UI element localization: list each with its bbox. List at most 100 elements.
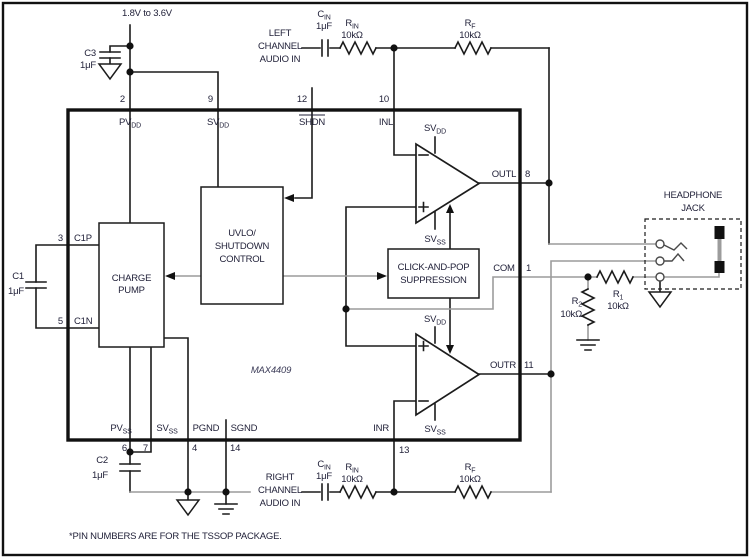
rf-left-label: RF <box>465 18 476 31</box>
ic-outline <box>66 108 522 442</box>
rin-right-label: RIN <box>345 462 358 475</box>
resistors <box>338 40 635 500</box>
plus-input-icon <box>418 201 429 213</box>
r2-earth-icon <box>576 339 600 351</box>
left-amp-svss: SVSS <box>424 234 446 247</box>
arrow-down-to-right-amp <box>446 345 454 354</box>
cin-left-value: 1μF <box>316 21 332 32</box>
right-audio-label-1: RIGHT <box>266 472 295 483</box>
cin-right-value: 1μF <box>316 471 332 482</box>
c2-label: C2 <box>96 455 108 466</box>
pin-num-inl: 10 <box>379 94 389 105</box>
arrow-into-charge-pump <box>165 272 175 280</box>
r1-value: 10kΩ <box>607 301 629 312</box>
pin-label-svss: SVSS <box>156 423 178 436</box>
uvlo-shutdown-block <box>200 186 284 305</box>
pin-label-pgnd: PGND <box>193 423 220 434</box>
right-audio-label-3: AUDIO IN <box>260 498 301 509</box>
sgnd-earth-icon <box>214 503 238 515</box>
pin-label-outl: OUTL <box>492 169 517 180</box>
jack-sleeve-terminal <box>655 272 665 282</box>
pin-num-inr: 13 <box>399 445 409 456</box>
rin-left-value: 10kΩ <box>341 30 363 41</box>
ring-contact-icon <box>664 252 685 262</box>
jack-label-2: JACK <box>681 203 705 214</box>
cin-right-label: CIN <box>317 459 330 472</box>
footnote: *PIN NUMBERS ARE FOR THE TSSOP PACKAGE. <box>69 531 282 542</box>
pin-label-com: COM <box>493 263 515 274</box>
pin-label-c1n: C1N <box>74 316 93 327</box>
rf-right-label: RF <box>465 462 476 475</box>
ground-symbols <box>97 63 673 517</box>
c1-value: 1μF <box>8 286 24 297</box>
jack-plug-sleeve <box>714 261 725 273</box>
headphone-jack <box>644 218 742 290</box>
cin-right-capacitor <box>321 483 329 501</box>
pin-num-c1p: 3 <box>58 233 63 244</box>
pin-label-inl: INL <box>379 117 393 128</box>
jack-tip-terminal <box>655 239 665 249</box>
capacitors <box>25 39 329 501</box>
pin-label-shdn: SHDN <box>299 117 325 128</box>
pin-num-pvdd: 2 <box>120 94 125 105</box>
left-audio-label-2: CHANNEL <box>258 41 302 52</box>
labels: 1.8V to 3.6V C3 1μF 2 9 12 10 PVDD SVDD … <box>8 8 722 542</box>
rin-left-resistor <box>338 40 378 56</box>
r2-label: R2 <box>572 296 583 309</box>
pin-num-shdn: 12 <box>297 94 307 105</box>
rf-left-value: 10kΩ <box>459 30 481 41</box>
charge-pump-label-2: PUMP <box>118 285 145 296</box>
tip-contact-icon <box>663 242 688 251</box>
c3-value: 1μF <box>80 60 96 71</box>
uvlo-label-2: SHUTDOWN <box>215 241 270 252</box>
pin-num-com: 1 <box>526 263 531 274</box>
r2-resistor <box>580 287 596 327</box>
wires-black <box>35 24 661 505</box>
r1-resistor <box>595 269 635 285</box>
left-audio-label-1: LEFT <box>269 28 292 39</box>
pin-num-svdd: 9 <box>208 94 213 105</box>
supply-voltage-label: 1.8V to 3.6V <box>122 8 173 19</box>
jack-ring-terminal <box>655 256 665 266</box>
c2-value: 1μF <box>92 470 108 481</box>
pin-label-outr: OUTR <box>490 360 516 371</box>
rf-right-resistor <box>453 484 493 500</box>
c1-label: C1 <box>12 271 24 282</box>
click-pop-label-1: CLICK-AND-POP <box>398 262 470 273</box>
pin-label-svdd: SVDD <box>207 117 229 130</box>
pin-num-svss: 7 <box>143 443 148 454</box>
c3-ground-icon <box>97 63 123 81</box>
rin-right-value: 10kΩ <box>341 474 363 485</box>
pin-num-c1n: 5 <box>58 316 63 327</box>
rin-left-label: RIN <box>345 18 358 31</box>
pin-num-outr: 11 <box>524 360 533 371</box>
click-pop-label-2: SUPPRESSION <box>400 275 467 286</box>
charge-pump-block <box>98 222 165 348</box>
part-number: MAX4409 <box>251 365 292 376</box>
left-amp-svdd: SVDD <box>424 123 446 136</box>
left-audio-label-3: AUDIO IN <box>260 54 301 65</box>
c3-capacitor <box>99 51 121 59</box>
click-and-pop-block <box>387 248 480 299</box>
pin-num-pgnd: 4 <box>192 443 197 454</box>
jack-plug-tip <box>714 226 725 239</box>
arrowheads <box>165 194 454 354</box>
uvlo-label-3: CONTROL <box>219 254 264 265</box>
arrow-up-to-left-amp <box>446 204 454 213</box>
uvlo-label-1: UVLO/ <box>228 228 256 239</box>
plus-input-icon <box>418 340 429 352</box>
jack-ground-icon <box>647 291 673 309</box>
right-opamp <box>415 332 481 417</box>
pin-label-c1p: C1P <box>74 233 92 244</box>
rin-right-resistor <box>338 484 378 500</box>
right-audio-label-2: CHANNEL <box>258 485 302 496</box>
jack-dashed-outline <box>644 218 742 290</box>
arrow-into-uvlo <box>284 194 294 202</box>
junction-dots <box>126 42 592 496</box>
pin-label-pvss: PVSS <box>110 423 132 436</box>
arrow-into-click-pop <box>377 272 387 280</box>
pin-label-sgnd: SGND <box>231 423 258 434</box>
c3-label: C3 <box>84 48 96 59</box>
